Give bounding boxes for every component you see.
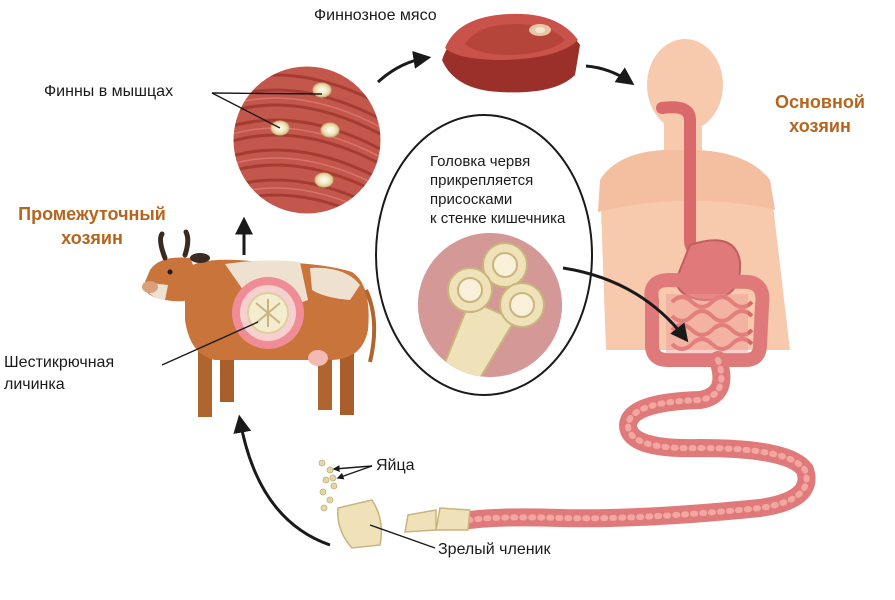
label-promezhutochny-line2: хозяин (61, 228, 123, 248)
label-shestikryuchnaya-line2: личинка (4, 376, 65, 393)
label-golovka-line1: Головка червя (430, 153, 531, 170)
label-osnovnoy-line1: Основной (775, 92, 865, 112)
leader-lines (161, 92, 436, 549)
label-promezhutochny-line1: Промежуточный (18, 204, 166, 224)
proglottid (337, 499, 383, 549)
label-zrely-chlenik: Зрелый членик (438, 541, 551, 558)
label-golovka-line4: к стенке кишечника (430, 210, 566, 227)
label-finnoznoe-myaso: Финнозное мясо (314, 7, 437, 24)
arrow-scolex-to-intestine (562, 266, 689, 343)
arrow-meat-to-human (585, 64, 635, 86)
muscle-circle (232, 65, 382, 215)
label-shestikryuchnaya-line1: Шестикрючная (4, 354, 115, 371)
label-finny-v-myshtsakh: Финны в мышцах (44, 83, 174, 100)
meat-piece (442, 13, 580, 93)
label-golovka-line2: прикрепляется (430, 172, 534, 189)
label-promezhutochny-khozyain: Промежуточный хозяин (2, 202, 182, 250)
scolex-callout (375, 114, 593, 396)
cow-illustration (142, 229, 377, 417)
label-osnovnoy-line2: хозяин (789, 116, 851, 136)
label-golovka-chervya: Головка червя прикрепляется присосками к… (430, 152, 565, 228)
label-golovka-line3: присосками (430, 191, 513, 208)
cycle-arrows (233, 51, 689, 547)
human-body-illustration (598, 39, 790, 367)
arrow-muscle-to-meat (376, 51, 432, 84)
label-yaytsa: Яйца (376, 457, 415, 474)
eggs-cluster (318, 459, 338, 512)
arrow-eggs-to-cow (233, 414, 331, 547)
label-shestikryuchnaya-lichinka: Шестикрючная личинка (4, 352, 114, 396)
cysts (270, 82, 340, 188)
label-osnovnoy-khozyain: Основной хозяин (750, 90, 890, 138)
tapeworm-body (404, 351, 816, 533)
